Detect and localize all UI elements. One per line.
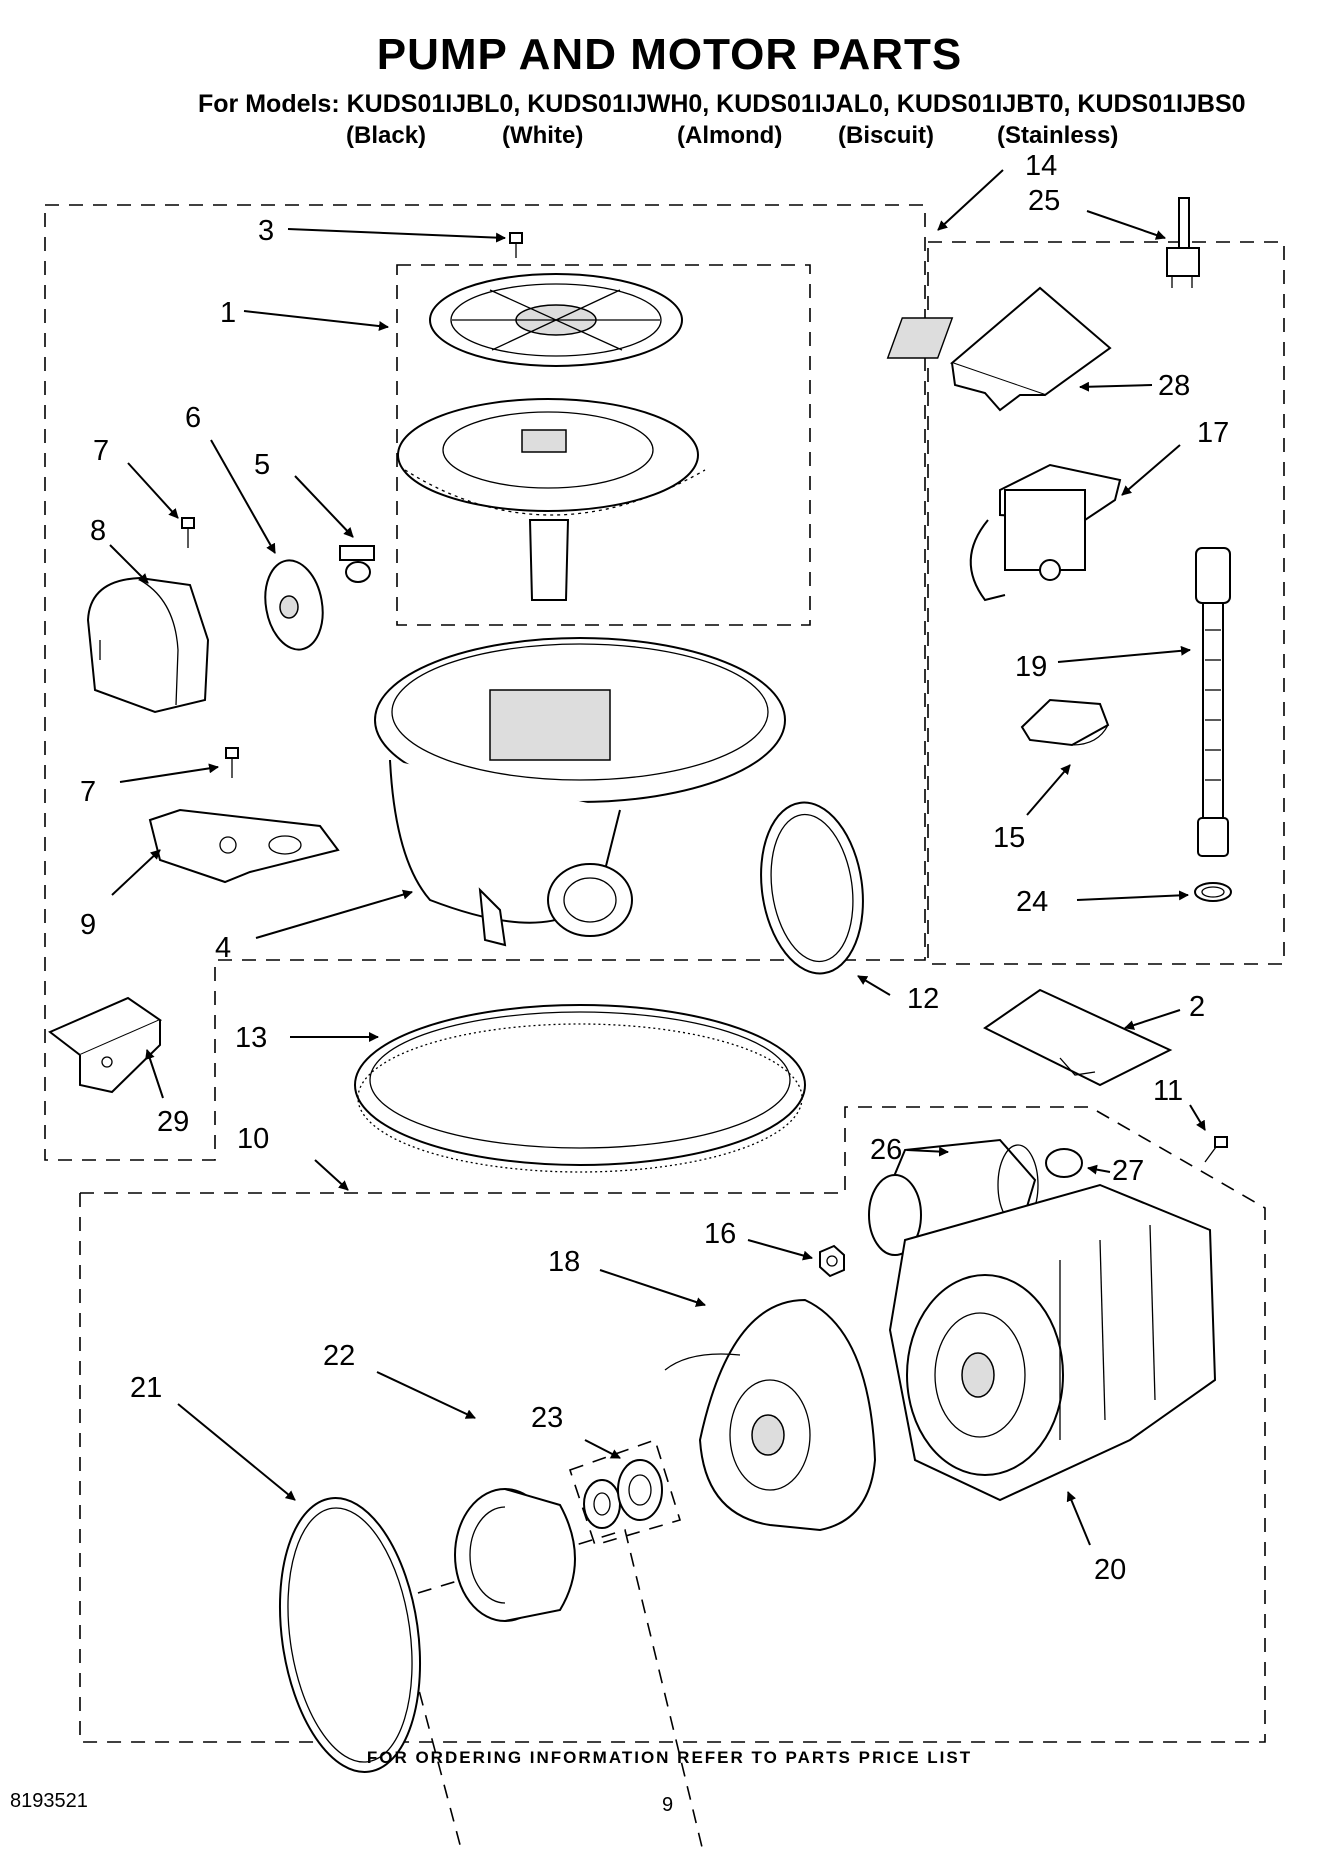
- callout-7-lower: 7: [80, 776, 96, 808]
- upper-assembly-outline: [44, 204, 926, 1161]
- part-6-chopper-disc: [264, 559, 324, 651]
- part-1-wash-arms: [397, 273, 706, 601]
- callout-6: 6: [185, 402, 201, 434]
- color-label-black: (Black): [346, 122, 427, 149]
- callout-15: 15: [993, 822, 1025, 854]
- part-20-motor: [888, 1183, 1217, 1502]
- page-title: PUMP AND MOTOR PARTS: [376, 30, 963, 79]
- part-25-sensor: [1166, 197, 1200, 288]
- group-outlines: [44, 204, 1285, 1849]
- color-label-biscuit: (Biscuit): [838, 122, 934, 149]
- part-17-diverter-motor: [969, 463, 1122, 602]
- callout-5: 5: [254, 449, 270, 481]
- callout-24: 24: [1016, 886, 1048, 918]
- callout-12: 12: [907, 983, 939, 1015]
- part-24-clamp: [1194, 882, 1232, 902]
- callout-21: 21: [130, 1372, 162, 1404]
- part-9-bracket: [148, 808, 340, 884]
- callout-25: 25: [1028, 185, 1060, 217]
- part-2-shield: [983, 988, 1173, 1087]
- callout-26: 26: [870, 1134, 902, 1166]
- part-7-screw-upper: [181, 517, 195, 548]
- part-8-housing: [86, 576, 210, 714]
- part-11-screw: [1204, 1136, 1228, 1163]
- callout-9: 9: [80, 909, 96, 941]
- callout-18: 18: [548, 1246, 580, 1278]
- document-number: 8193521: [10, 1790, 88, 1812]
- callout-16: 16: [704, 1218, 736, 1250]
- part-16-nut: [819, 1244, 845, 1278]
- callout-3: 3: [258, 215, 274, 247]
- callout-numbers: 3 1 6 7 5 8 7 9 4 12 13 29 14 25 28 17 1…: [80, 150, 1229, 1586]
- impeller-group-outline: [394, 1528, 704, 1849]
- color-label-white: (White): [502, 122, 584, 149]
- part-29-bracket: [48, 996, 163, 1094]
- callout-22: 22: [323, 1340, 355, 1372]
- parts-14-outline: [927, 241, 1285, 965]
- callout-11: 11: [1153, 1075, 1183, 1107]
- callout-8: 8: [90, 515, 106, 547]
- page-number: 9: [662, 1794, 674, 1816]
- part-3-screw: [509, 232, 523, 258]
- ordering-note: FOR ORDERING INFORMATION REFER TO PARTS …: [366, 1748, 973, 1767]
- callout-7-upper: 7: [93, 435, 109, 467]
- part-23-seals: [583, 1459, 663, 1529]
- part-22-impeller-housing: [454, 1488, 576, 1622]
- color-label-stainless: (Stainless): [997, 122, 1119, 149]
- part-15-clip: [1020, 698, 1110, 747]
- callout-20: 20: [1094, 1554, 1126, 1586]
- callout-29: 29: [157, 1106, 189, 1138]
- callout-17: 17: [1197, 417, 1229, 449]
- callout-2: 2: [1189, 991, 1205, 1023]
- callout-4: 4: [215, 932, 231, 964]
- leader-lines: [109, 169, 1206, 1546]
- callout-19: 19: [1015, 651, 1047, 683]
- callout-10: 10: [237, 1123, 269, 1155]
- seal-group-outline: [568, 1438, 682, 1546]
- lower-pump-outline: [79, 1106, 1266, 1743]
- part-18-pump-housing: [664, 1298, 877, 1532]
- part-27-disc: [1045, 1148, 1083, 1178]
- wash-arm-group-outline: [396, 264, 811, 626]
- part-13-gasket: [354, 1004, 806, 1173]
- part-19-hose: [1195, 547, 1231, 857]
- part-21-ring: [278, 1497, 422, 1773]
- part-28-cover: [886, 286, 1112, 412]
- callout-27: 27: [1112, 1155, 1144, 1187]
- part-4-sump: [374, 637, 786, 947]
- callout-14: 14: [1025, 150, 1057, 182]
- color-label-almond: (Almond): [677, 122, 783, 149]
- callout-13: 13: [235, 1022, 267, 1054]
- part-5-clip: [339, 545, 375, 583]
- part-7-screw-lower: [225, 747, 239, 778]
- part-12-ring: [760, 801, 864, 975]
- callout-23: 23: [531, 1402, 563, 1434]
- callout-1: 1: [220, 297, 236, 329]
- models-line: For Models: KUDS01IJBL0, KUDS01IJWH0, KU…: [198, 90, 1246, 118]
- callout-28: 28: [1158, 370, 1190, 402]
